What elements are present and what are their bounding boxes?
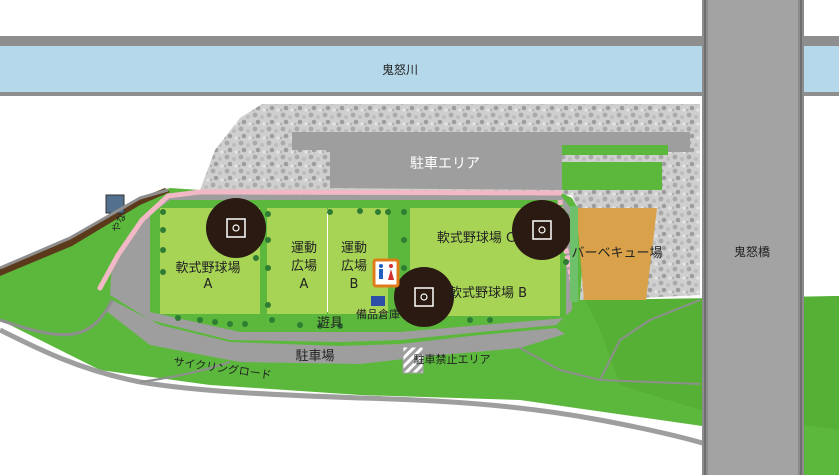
restroom-male-body bbox=[379, 269, 383, 279]
infield-b bbox=[394, 267, 454, 327]
road-branch-3 bbox=[599, 299, 701, 381]
infield-a bbox=[206, 198, 266, 258]
diamond-c bbox=[532, 220, 552, 240]
river-edge bbox=[0, 92, 839, 96]
label-field-a-1: 軟式野球場 bbox=[175, 260, 240, 276]
restroom-male-head bbox=[379, 264, 383, 268]
label-plaza-b-2: 広場 bbox=[341, 259, 367, 274]
road-branch-4 bbox=[139, 361, 231, 383]
no-parking-area bbox=[402, 346, 424, 374]
label-parking: 駐車場 bbox=[295, 349, 334, 364]
base-c bbox=[538, 226, 546, 234]
label-river: 鬼怒川 bbox=[382, 62, 418, 77]
cycling-road bbox=[0, 327, 782, 475]
label-plaza-b-3: B bbox=[350, 277, 359, 292]
label-field-c: 軟式野球場 C bbox=[437, 230, 515, 246]
label-field-a-2: A bbox=[204, 277, 213, 292]
base-a bbox=[232, 224, 240, 232]
label-playground: 遊具 bbox=[317, 316, 343, 331]
plaza-a bbox=[267, 208, 327, 314]
left-bank-road bbox=[0, 188, 169, 270]
left-slope bbox=[0, 188, 170, 276]
top-road bbox=[0, 36, 839, 46]
green-strip-2 bbox=[562, 162, 662, 190]
restroom-female-head bbox=[389, 264, 393, 268]
green-strip-1 bbox=[562, 145, 668, 155]
label-plaza-a-2: 広場 bbox=[291, 259, 317, 274]
label-plaza-a-1: 運動 bbox=[291, 241, 317, 256]
label-no-parking: 駐車禁止エリア bbox=[414, 352, 491, 366]
label-parking-area: 駐車エリア bbox=[410, 155, 480, 172]
diamond-a bbox=[226, 218, 246, 238]
restroom-icon[interactable] bbox=[372, 258, 400, 288]
road-branch-1 bbox=[0, 299, 114, 337]
label-field-b: 軟式野球場 B bbox=[449, 285, 527, 301]
label-plaza-a-3: A bbox=[300, 277, 309, 292]
bbq-area bbox=[576, 208, 657, 300]
restroom-female-body bbox=[388, 269, 394, 280]
label-bbq: バーベキュー場 bbox=[571, 246, 662, 261]
parking-lot bbox=[105, 300, 565, 364]
label-storage: 備品倉庫 bbox=[356, 307, 400, 321]
bridge-deck bbox=[708, 0, 798, 475]
road-branch-2 bbox=[519, 347, 701, 385]
label-bridge: 鬼怒橋 bbox=[734, 244, 770, 259]
storage-icon[interactable] bbox=[371, 296, 385, 306]
river bbox=[0, 46, 839, 92]
label-plaza-b-1: 運動 bbox=[341, 241, 367, 256]
base-b bbox=[420, 293, 428, 301]
cherry-border bbox=[97, 189, 563, 291]
infield-c bbox=[512, 200, 572, 260]
bbq-border bbox=[570, 206, 578, 302]
diamond-b bbox=[414, 287, 434, 307]
